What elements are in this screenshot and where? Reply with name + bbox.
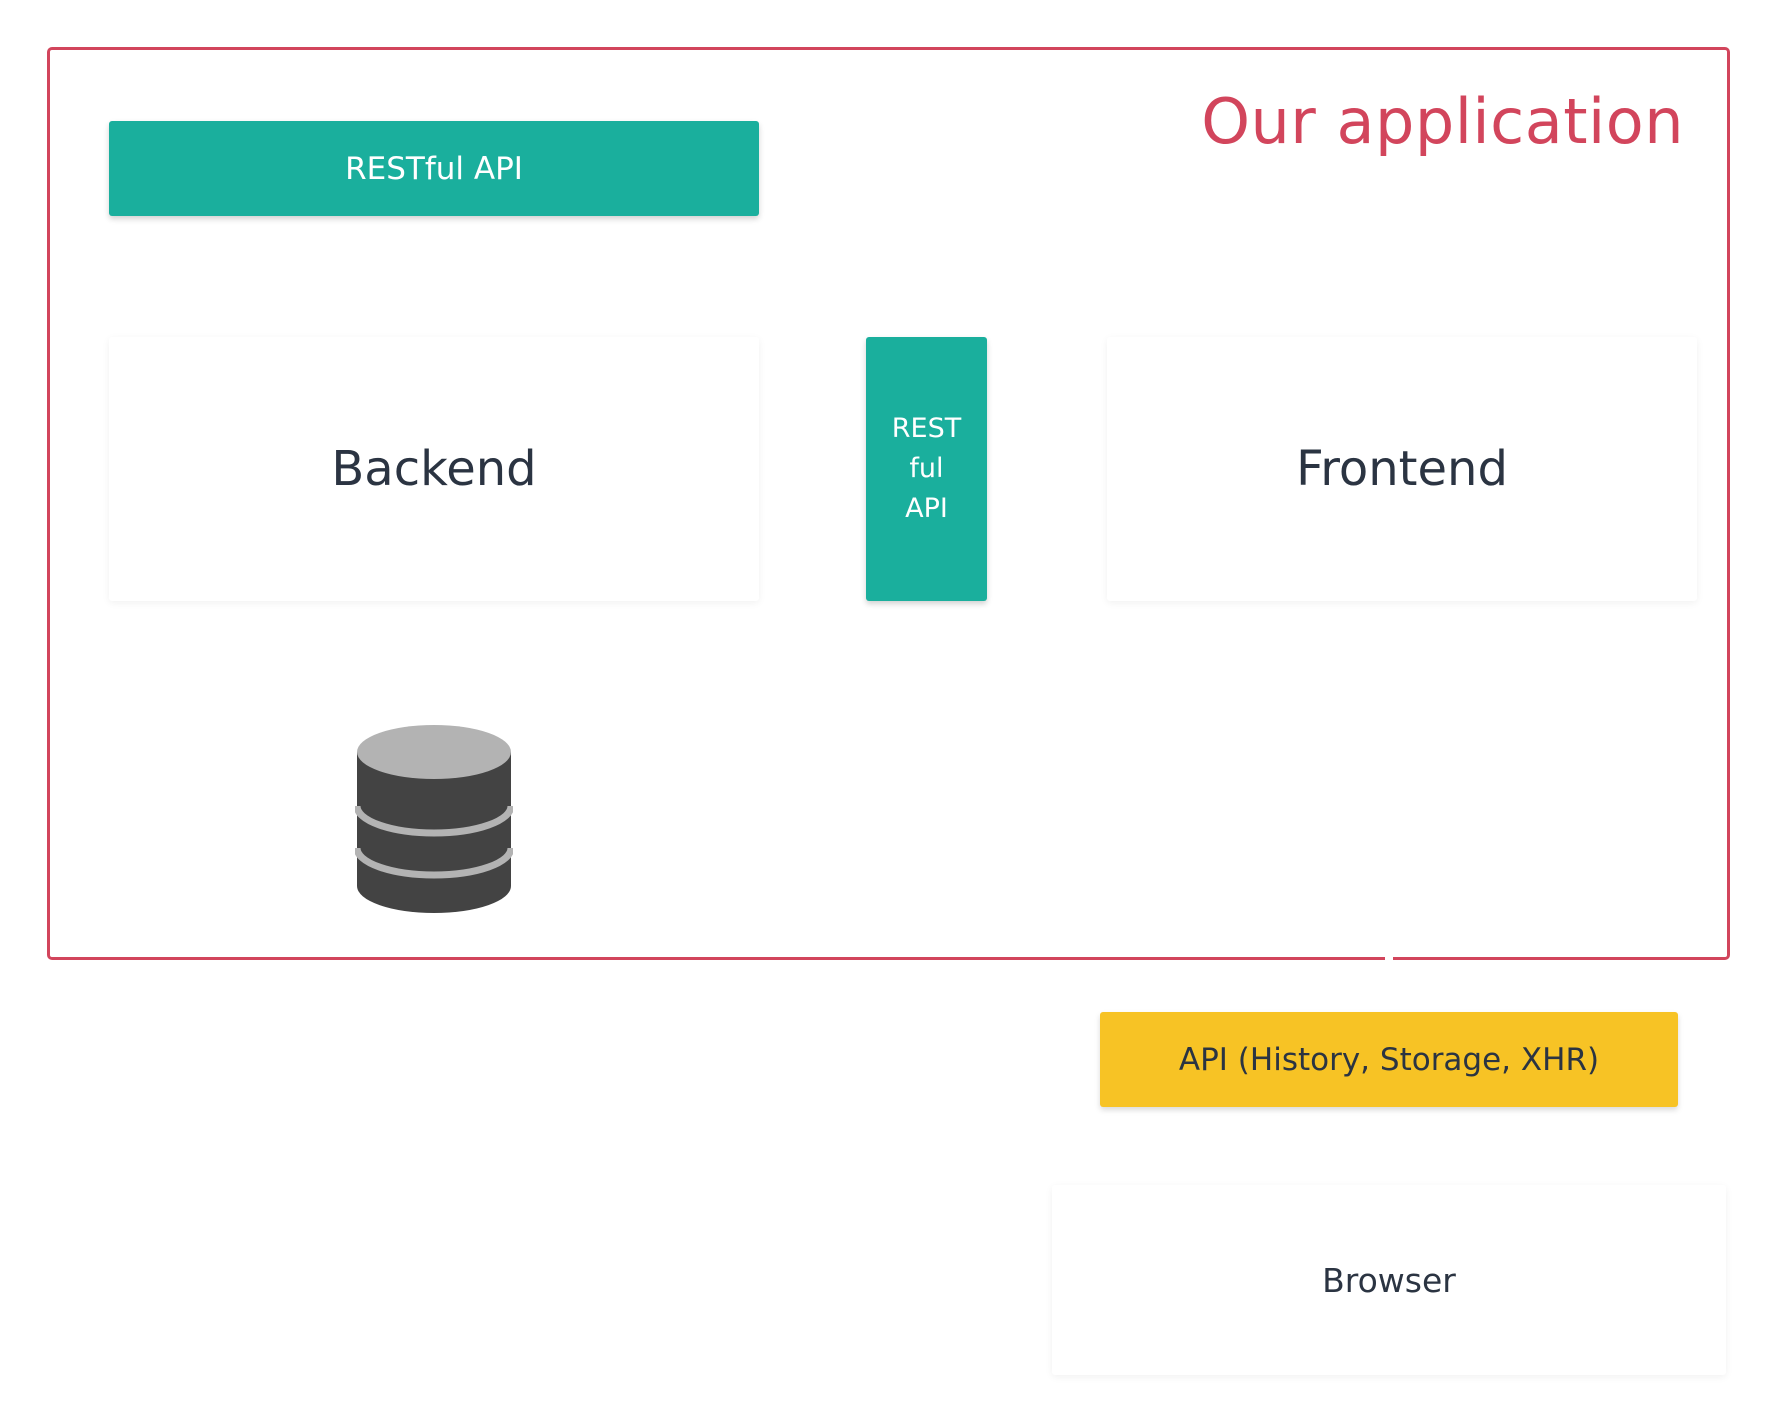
- boundary-gap: [1385, 954, 1393, 964]
- database-band-1: [355, 805, 513, 837]
- application-title: Our application: [1201, 85, 1684, 158]
- database-cylinder-top: [357, 725, 511, 779]
- frontend-box: Frontend: [1107, 337, 1697, 601]
- restful-api-top-box: RESTful API: [109, 121, 759, 216]
- restful-api-connector-line-1: REST: [891, 413, 962, 444]
- restful-api-connector-box: REST ful API: [866, 337, 987, 601]
- frontend-label: Frontend: [1296, 441, 1508, 497]
- application-boundary: [47, 47, 1730, 960]
- backend-box: Backend: [109, 337, 759, 601]
- browser-box: Browser: [1052, 1185, 1726, 1375]
- restful-api-connector-line-2: ful: [909, 453, 944, 484]
- database-icon: [355, 725, 513, 913]
- database-band-2: [355, 847, 513, 879]
- restful-api-connector-line-3: API: [905, 493, 948, 524]
- browser-api-box: API (History, Storage, XHR): [1100, 1012, 1678, 1107]
- browser-label: Browser: [1322, 1260, 1456, 1300]
- backend-label: Backend: [331, 441, 537, 497]
